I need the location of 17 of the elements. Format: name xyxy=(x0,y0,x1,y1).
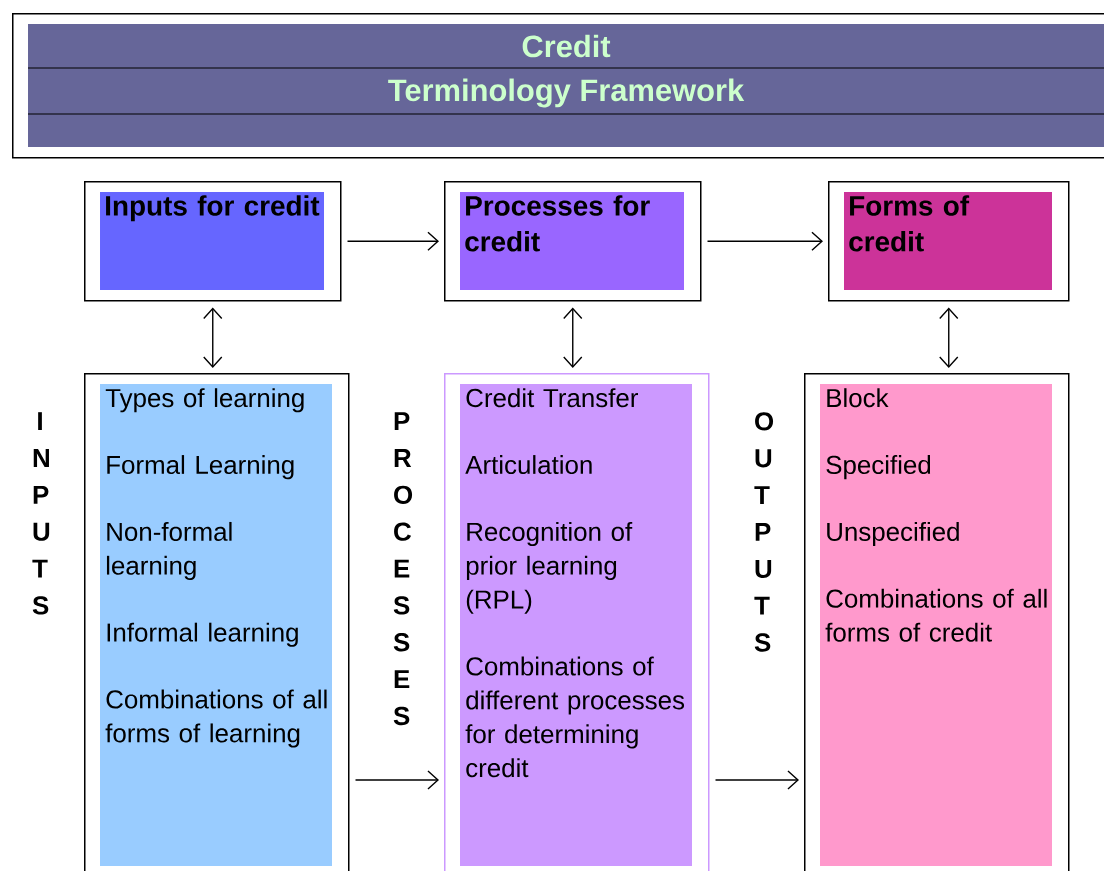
arrow xyxy=(939,307,959,368)
arrow xyxy=(563,307,583,368)
heading-box: Forms of credit xyxy=(828,181,1070,302)
arrow xyxy=(346,231,439,251)
side-label: OUTPUTS xyxy=(754,412,774,652)
list-box: Types of learning Formal Learning Non-formal learning Informal learning Combinations of all forms of learning xyxy=(84,373,350,871)
arrow xyxy=(714,770,799,790)
heading-box: Processes for credit xyxy=(444,181,702,302)
arrow xyxy=(203,307,223,368)
side-label: INPUTS xyxy=(32,412,50,615)
header-band: Credit Terminology Framework xyxy=(12,13,1104,159)
heading-box: Inputs for credit xyxy=(84,181,342,302)
list-box: Credit Transfer Articulation Recognition of prior learning (RPL) Combinations of different processes for determining credit xyxy=(444,373,710,871)
arrow xyxy=(354,770,439,790)
arrow xyxy=(706,231,823,251)
list-box: Block Specified Unspecified Combinations of all forms of credit xyxy=(804,373,1070,871)
side-label: PROCESSES xyxy=(393,412,413,726)
